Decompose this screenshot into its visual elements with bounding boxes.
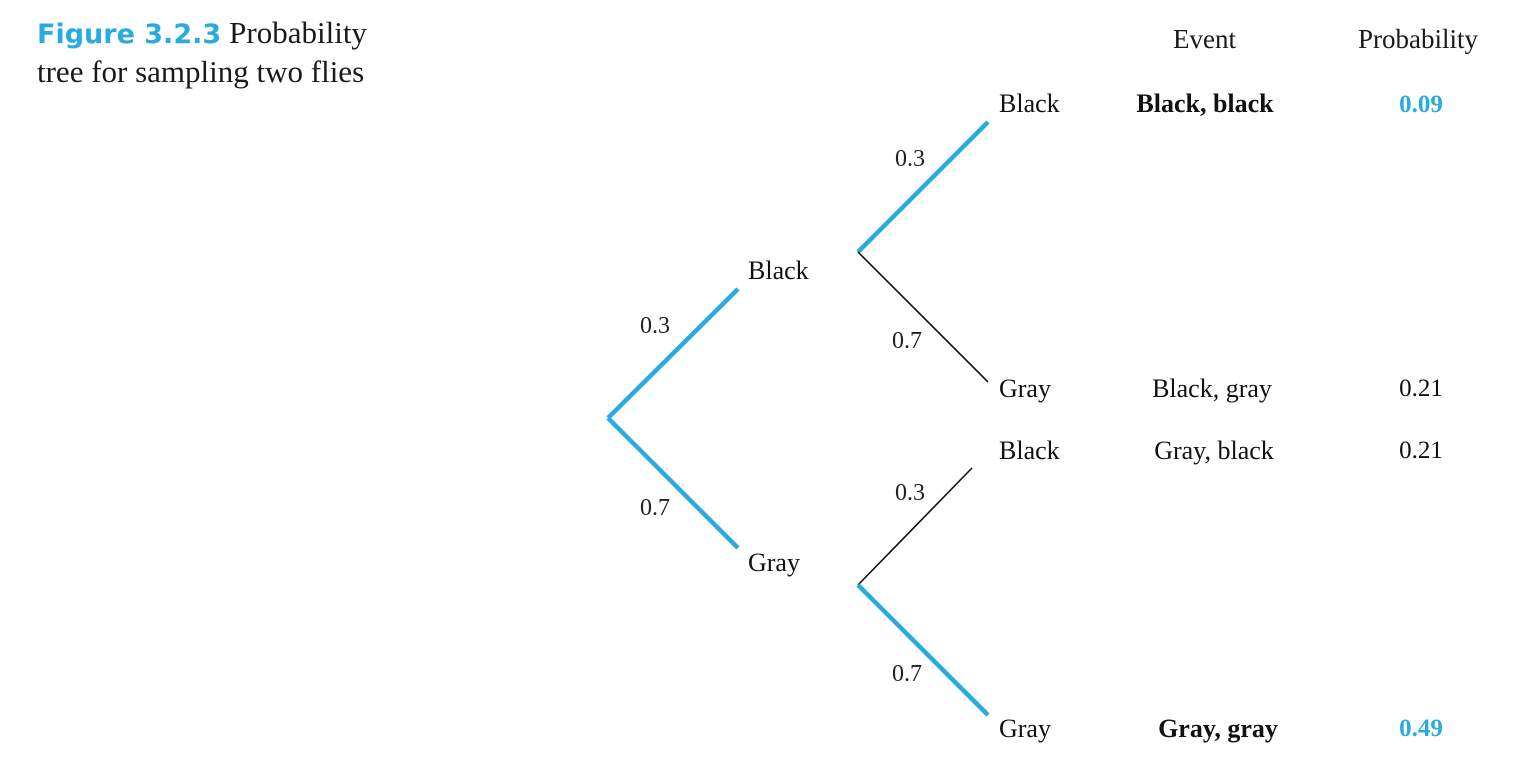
event-gray-black: Gray, black <box>1154 436 1274 465</box>
figure-label: Figure 3.2.3 <box>37 19 222 50</box>
node-gray-first: Gray <box>748 548 800 577</box>
prob-black-gray: 0.7 <box>892 328 922 354</box>
node-second-black-2: Black <box>999 436 1060 465</box>
event-black-black: Black, black <box>1136 89 1274 118</box>
prob-root-black: 0.3 <box>640 313 670 339</box>
node-second-gray-1: Gray <box>999 374 1051 403</box>
branch-gray-to-black <box>857 467 973 586</box>
caption-line-2: tree for sampling two flies <box>37 54 365 89</box>
node-black-first: Black <box>748 256 809 285</box>
branch-root-to-gray <box>606 416 740 550</box>
probability-black-gray: 0.21 <box>1399 375 1443 402</box>
prob-root-gray: 0.7 <box>640 495 670 521</box>
event-column-header: Event <box>1173 24 1236 54</box>
prob-gray-black: 0.3 <box>895 480 925 506</box>
probability-column-header: Probability <box>1358 24 1478 54</box>
prob-gray-gray: 0.7 <box>892 661 922 687</box>
branch-root-to-black <box>606 287 740 420</box>
branch-black-to-black <box>856 120 990 254</box>
event-gray-gray: Gray, gray <box>1158 714 1278 743</box>
node-second-black-1: Black <box>999 89 1060 118</box>
caption-line-1: Probability <box>229 15 367 50</box>
probability-black-black: 0.09 <box>1399 91 1443 118</box>
node-second-gray-2: Gray <box>999 714 1051 743</box>
branch-gray-to-gray <box>856 583 990 717</box>
prob-black-black: 0.3 <box>895 146 925 172</box>
event-black-gray: Black, gray <box>1152 374 1272 403</box>
probability-gray-gray: 0.49 <box>1399 715 1443 742</box>
branch-black-to-gray <box>857 251 989 383</box>
probability-gray-black: 0.21 <box>1399 437 1443 464</box>
